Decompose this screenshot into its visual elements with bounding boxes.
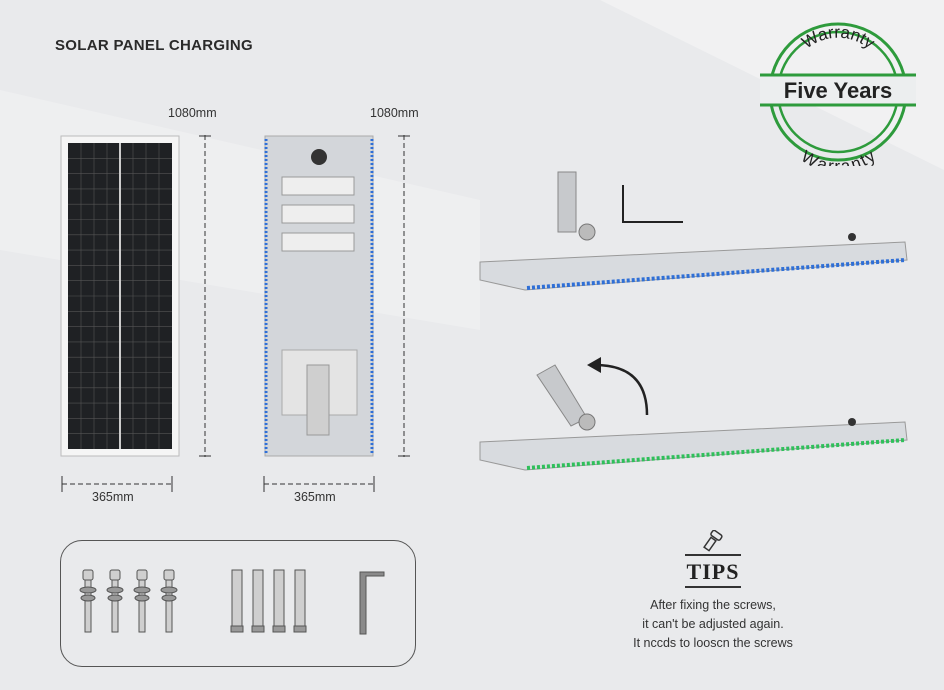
lamp-height-dimension-line [398,135,410,457]
warranty-badge: Warranty Five Years Warranty [760,22,916,166]
screw-icon [703,530,723,552]
lamp-front-image [264,135,374,457]
tips-line-2: it can't be adjusted again. [642,617,784,631]
panel-height-label: 1080mm [168,106,217,120]
tips-line-3: It nccds to looscn the screws [633,636,793,650]
tips-line-1: After fixing the screws, [650,598,776,612]
lamp-side-tilted [479,357,908,471]
lamp-side-upright [479,171,908,291]
warranty-main-text: Five Years [784,78,892,103]
tips-section: TIPS After fixing the screws, it can't b… [600,530,826,653]
lamp-width-dimension-line [263,476,375,492]
panel-height-dimension-line [199,135,211,457]
panel-width-label: 365mm [92,490,134,504]
warranty-top-text: Warranty [798,23,878,53]
accessories-box [60,540,416,667]
lamp-height-label: 1080mm [370,106,419,120]
svg-text:Warranty: Warranty [798,146,879,166]
tips-heading: TIPS [684,554,742,588]
panel-width-dimension-line [61,476,173,492]
svg-text:Warranty: Warranty [798,23,878,53]
solar-panel-image [60,135,180,457]
accessories-image [79,569,385,635]
page-title: SOLAR PANEL CHARGING [55,37,253,54]
lamp-side-views [479,171,908,471]
lamp-width-label: 365mm [294,490,336,504]
warranty-bottom-text: Warranty [798,146,879,166]
